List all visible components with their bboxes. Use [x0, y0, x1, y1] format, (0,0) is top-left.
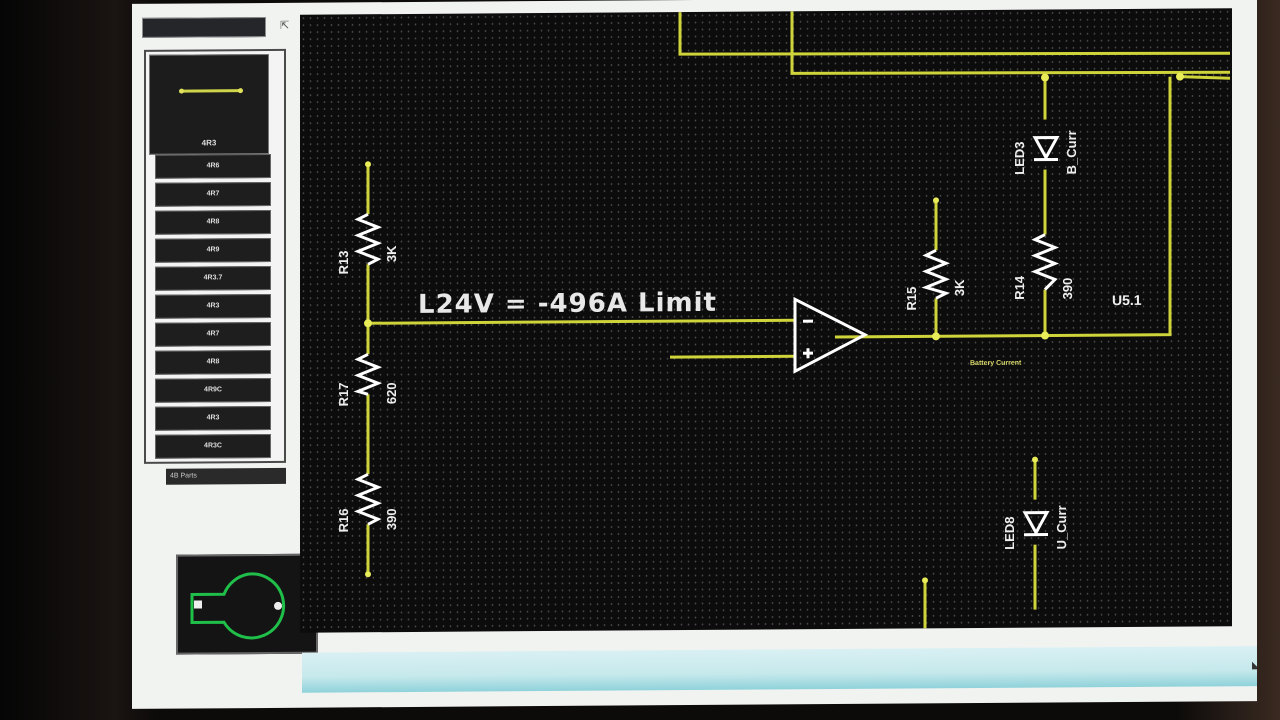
junction-dot: [1041, 331, 1049, 340]
wire: [790, 11, 1231, 75]
component-value: 390: [1060, 277, 1075, 300]
component-value: 390: [384, 508, 399, 531]
vcc-pin: [1032, 456, 1038, 463]
led8-symbol[interactable]: [1022, 511, 1050, 536]
part-list-item[interactable]: 4R3: [155, 293, 271, 319]
opamp-u5[interactable]: [793, 296, 869, 374]
footprint-outline: [190, 572, 286, 640]
part-list-item[interactable]: 4R8: [155, 349, 271, 375]
pad-round: [274, 601, 282, 610]
pad-square: [194, 600, 202, 609]
vcc-pin: [922, 577, 928, 584]
tray-icon[interactable]: ◣: [1252, 660, 1257, 672]
part-list-item[interactable]: 4R3C: [155, 433, 271, 459]
parts-library-panel: 4R3 4R6 4R7 4R8 4R9 4R3.7 4R3 4R7 4R8 4R…: [144, 48, 286, 464]
opamp-reference: U5.1: [1112, 291, 1142, 309]
preview-resistor-symbol: [182, 89, 240, 93]
component-ref: R15: [904, 286, 919, 311]
resistor-r15[interactable]: [921, 248, 951, 300]
part-list-item[interactable]: 4R7: [155, 181, 271, 207]
part-list-item[interactable]: 4R6: [155, 153, 271, 179]
limit-annotation[interactable]: L24V = -496A Limit: [418, 287, 717, 320]
component-value: 3K: [952, 279, 967, 297]
preview-part-label: 4R3: [201, 138, 217, 148]
schematic-wires: [353, 11, 1231, 629]
wire: [368, 318, 795, 325]
library-search-bar[interactable]: [142, 16, 266, 38]
component-value: 3K: [384, 245, 399, 263]
resistor-r13[interactable]: [353, 212, 383, 266]
gnd-pin: [365, 571, 371, 578]
net-label[interactable]: Battery Current: [970, 359, 1022, 368]
junction-dot: [932, 332, 940, 341]
part-list-item[interactable]: 4R3: [155, 405, 271, 431]
resistor-r14[interactable]: [1030, 233, 1060, 291]
component-ref: LED3: [1012, 141, 1027, 175]
junction-dot: [1041, 73, 1049, 82]
component-label: U_Curr: [1054, 505, 1069, 550]
component-ref: R16: [336, 508, 351, 533]
pin-icon: [238, 88, 243, 94]
part-list-item[interactable]: 4R3.7: [155, 265, 271, 291]
led3-symbol[interactable]: [1032, 135, 1060, 161]
resistor-r17[interactable]: [353, 352, 383, 396]
component-ref: R13: [336, 250, 351, 275]
parts-footer-label: 4B Parts: [166, 467, 286, 485]
component-ref: R14: [1012, 275, 1027, 300]
wire: [1179, 75, 1231, 80]
schematic-canvas[interactable]: L24V = -496A Limit U5.1 Battery Current …: [300, 8, 1232, 633]
wire: [835, 76, 1172, 339]
part-list-item[interactable]: 4R8: [155, 209, 271, 235]
part-list-item[interactable]: 4R9: [155, 237, 271, 263]
wire: [678, 12, 1231, 56]
part-list: 4R6 4R7 4R8 4R9 4R3.7 4R3 4R7 4R8 4R9C 4…: [155, 153, 271, 463]
junction-dot: [364, 319, 372, 328]
component-ref: R17: [336, 382, 351, 407]
junction-dot: [1176, 72, 1184, 81]
component-ref: LED8: [1002, 516, 1017, 550]
pin-icon: [179, 88, 184, 94]
vcc-pin: [933, 197, 939, 204]
part-preview: 4R3: [149, 53, 269, 155]
component-value: 620: [384, 382, 399, 405]
footprint-graphic: [190, 572, 286, 640]
part-list-item[interactable]: 4R9C: [155, 377, 271, 403]
resistor-r16[interactable]: [353, 472, 383, 526]
taskbar: [302, 645, 1257, 693]
vcc-pin: [365, 161, 371, 168]
component-label: B_Curr: [1064, 130, 1079, 175]
footprint-preview: [176, 553, 318, 655]
screen: ⇱ 4R3 4R6 4R7 4R8 4R9 4R3.7 4R3 4R7 4R8 …: [132, 0, 1257, 709]
resize-handle-icon[interactable]: ⇱: [280, 19, 290, 32]
wire: [670, 354, 795, 359]
part-list-item[interactable]: 4R7: [155, 321, 271, 347]
